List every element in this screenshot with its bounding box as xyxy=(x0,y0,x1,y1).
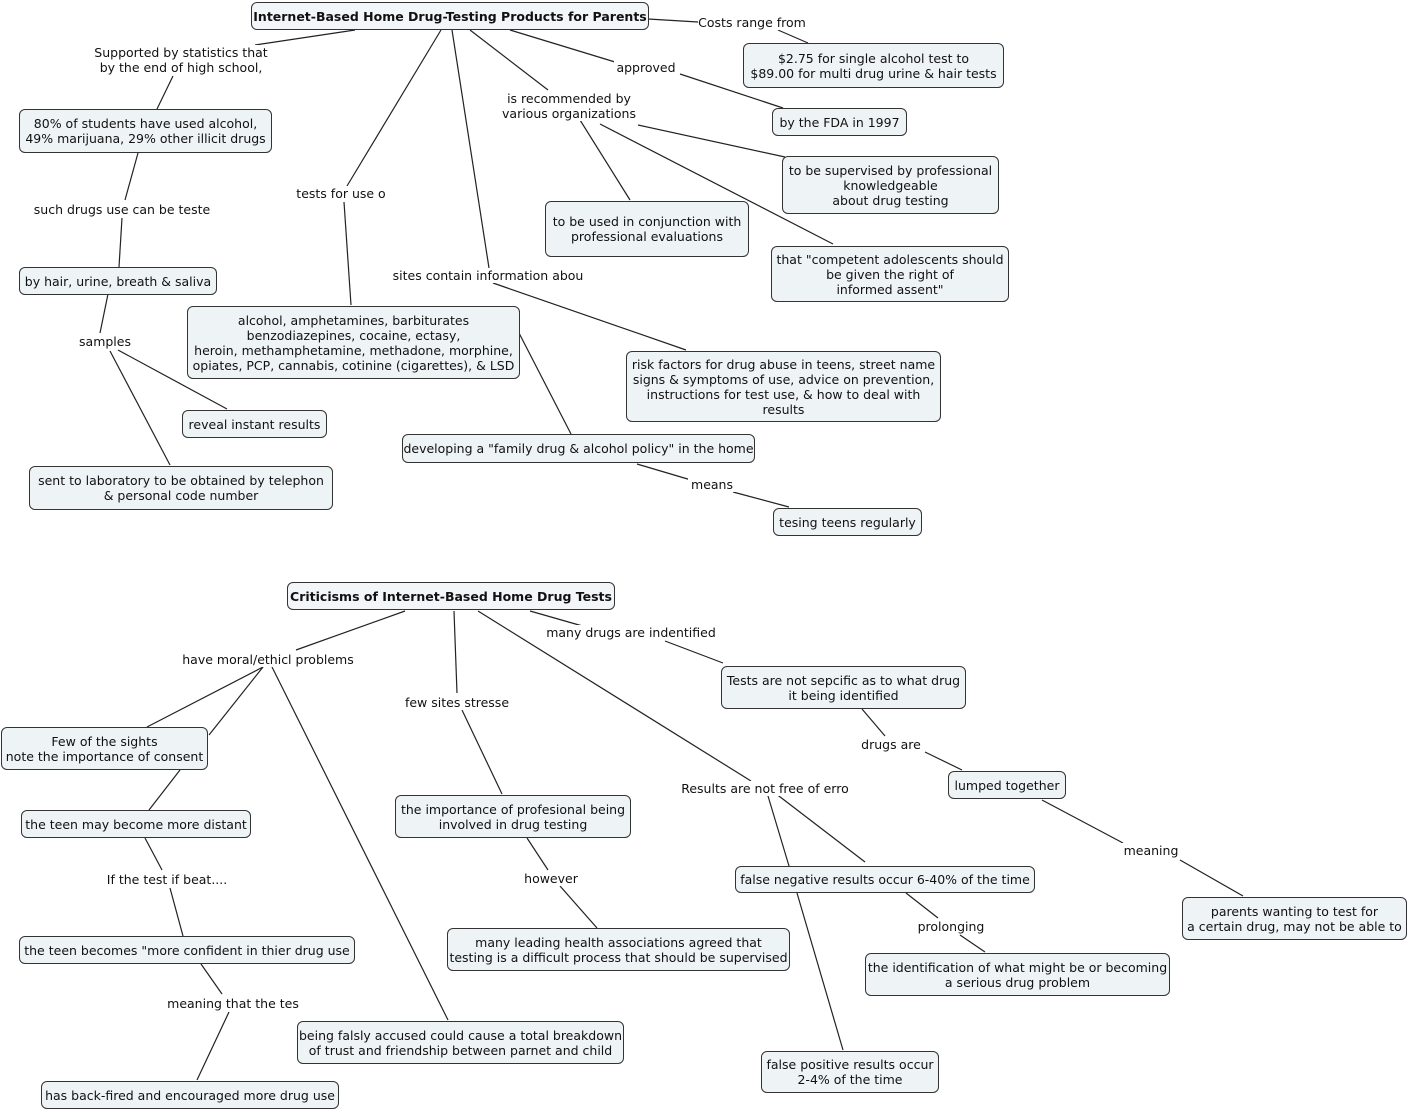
link-moral-label: have moral/ethicl problems xyxy=(182,652,354,667)
connector xyxy=(271,666,449,1021)
link-prolonging-label: prolonging xyxy=(916,919,986,934)
associations-node[interactable]: many leading health associations agreed … xyxy=(447,928,790,971)
connector xyxy=(461,709,503,795)
connector xyxy=(777,29,809,44)
connector xyxy=(295,610,406,651)
drugs-list-node[interactable]: alcohol, amphetamines, barbiturates benz… xyxy=(187,306,520,379)
false-negative-node[interactable]: false negative results occur 6-40% of th… xyxy=(735,866,1035,893)
lumped-node[interactable]: lumped together xyxy=(948,771,1066,799)
stats-node[interactable]: 80% of students have used alcohol, 49% m… xyxy=(19,109,272,153)
connector xyxy=(959,934,986,953)
connector xyxy=(124,152,139,201)
connector xyxy=(453,610,458,694)
connector xyxy=(169,887,184,937)
connector xyxy=(99,293,109,334)
link-meaning-tes-label: meaning that the tes xyxy=(164,996,302,1011)
link-however-label: however xyxy=(522,871,580,886)
connector xyxy=(144,837,163,871)
connector xyxy=(477,610,752,782)
connector xyxy=(148,769,181,811)
connector xyxy=(526,837,549,871)
link-tested-label: such drugs use can be teste xyxy=(30,202,214,217)
connector xyxy=(109,350,171,466)
connector xyxy=(559,885,598,929)
link-sites-label: sites contain information abou xyxy=(392,268,584,283)
connector xyxy=(647,18,699,23)
samples-methods-node[interactable]: by hair, urine, breath & saliva xyxy=(19,267,217,295)
link-stats-label: Supported by statistics that by the end … xyxy=(88,45,274,75)
connector xyxy=(146,666,264,728)
link-few-sites-label: few sites stresse xyxy=(400,695,514,710)
connector xyxy=(774,792,866,863)
connector xyxy=(637,124,786,158)
connector xyxy=(796,892,844,1051)
connector xyxy=(200,963,223,995)
confident-node[interactable]: the teen becomes "more confident in thie… xyxy=(19,936,355,964)
link-means-label: means xyxy=(688,477,736,492)
connector xyxy=(1041,799,1124,844)
connector xyxy=(343,201,352,306)
connector xyxy=(924,751,963,771)
connector xyxy=(254,29,356,46)
connector xyxy=(492,282,687,351)
costs-node[interactable]: $2.75 for single alcohol test to $89.00 … xyxy=(743,43,1004,88)
connector xyxy=(599,123,834,245)
connector xyxy=(664,640,724,664)
connector xyxy=(469,29,549,91)
identification-node[interactable]: the identification of what might be or b… xyxy=(865,953,1170,996)
connector xyxy=(518,332,572,435)
fda-node[interactable]: by the FDA in 1997 xyxy=(772,108,907,136)
link-samples-label: samples xyxy=(76,334,134,349)
connector xyxy=(451,29,490,269)
link-meaning-label: meaning xyxy=(1120,843,1182,858)
connector xyxy=(118,217,123,268)
connector xyxy=(196,1011,230,1081)
map1-title-node[interactable]: Internet-Based Home Drug-Testing Product… xyxy=(251,2,649,30)
falsely-accused-node[interactable]: being falsly accused could cause a total… xyxy=(297,1021,624,1064)
link-many-drugs-label: many drugs are indentified xyxy=(542,625,720,640)
risk-factors-node[interactable]: risk factors for drug abuse in teens, st… xyxy=(626,351,941,422)
connector xyxy=(208,666,264,736)
not-specific-node[interactable]: Tests are not sepcific as to what drug i… xyxy=(721,666,966,709)
connector xyxy=(1179,859,1244,897)
instant-results-node[interactable]: reveal instant results xyxy=(182,410,327,438)
connector xyxy=(529,610,587,628)
few-sights-node[interactable]: Few of the sights note the importance of… xyxy=(1,727,208,770)
laboratory-node[interactable]: sent to laboratory to be obtained by tel… xyxy=(29,466,333,510)
connector xyxy=(767,795,790,867)
connector xyxy=(636,463,692,481)
connector xyxy=(346,29,442,187)
link-recommended-label: is recommended by various organizations xyxy=(500,91,638,121)
connector xyxy=(156,75,174,110)
false-positive-node[interactable]: false positive results occur 2-4% of the… xyxy=(761,1051,939,1093)
policy-node[interactable]: developing a "family drug & alcohol poli… xyxy=(402,434,755,463)
backfired-node[interactable]: has back-fired and encouraged more drug … xyxy=(41,1081,339,1109)
connector xyxy=(905,892,939,919)
connector xyxy=(509,29,616,63)
professional-importance-node[interactable]: the importance of profesional being invo… xyxy=(395,795,631,838)
connector xyxy=(579,119,631,201)
connector xyxy=(679,73,784,109)
supervised-node[interactable]: to be supervised by professional knowled… xyxy=(782,156,999,214)
competent-node[interactable]: that "competent adolescents should be gi… xyxy=(771,246,1009,302)
link-approved-label: approved xyxy=(614,60,678,75)
conjunction-node[interactable]: to be used in conjunction with professio… xyxy=(545,201,749,257)
testing-teens-node[interactable]: tesing teens regularly xyxy=(773,508,922,536)
link-results-label: Results are not free of erro xyxy=(678,781,852,796)
map2-title-node[interactable]: Criticisms of Internet-Based Home Drug T… xyxy=(287,582,615,610)
link-if-beat-label: If the test if beat.... xyxy=(102,872,232,887)
parents-node[interactable]: parents wanting to test for a certain dr… xyxy=(1182,897,1407,940)
connector xyxy=(732,491,790,508)
link-costs-label: Costs range from xyxy=(698,15,806,30)
link-drugs-are-label: drugs are xyxy=(858,737,924,752)
link-tests-for-label: tests for use o xyxy=(294,186,388,201)
distant-node[interactable]: the teen may become more distant xyxy=(21,810,251,838)
connector xyxy=(861,708,886,737)
connector xyxy=(117,349,228,410)
